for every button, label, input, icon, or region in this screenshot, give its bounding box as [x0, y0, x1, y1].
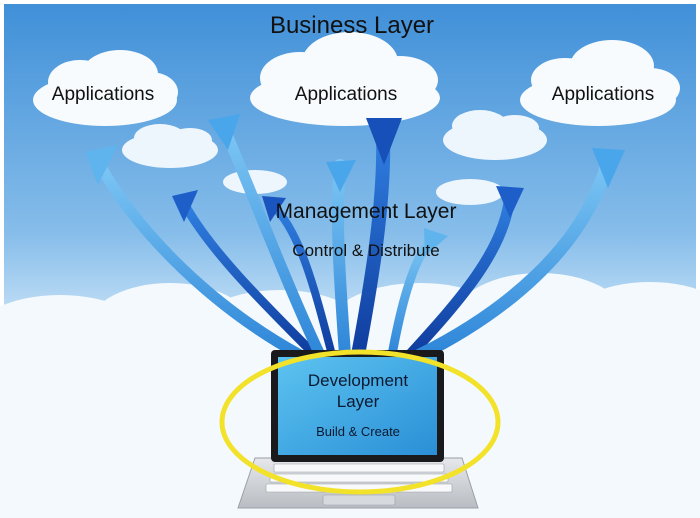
arrow-head-icon — [366, 118, 402, 165]
arrow-up-icon — [268, 201, 336, 359]
applications-label-center: Applications — [294, 84, 398, 105]
arrows — [85, 114, 625, 362]
cloud-small — [122, 110, 547, 205]
arrow-head-icon — [424, 228, 448, 256]
cloud-applications-left — [33, 50, 178, 126]
arrow-head-icon — [172, 190, 198, 222]
laptop-keyboard — [265, 463, 453, 493]
applications-label-left: Applications — [51, 84, 155, 105]
development-layer-title: Development Layer — [307, 371, 409, 411]
applications-label-right: Applications — [551, 84, 655, 105]
arrow-head-icon — [326, 160, 356, 192]
arrow-up-icon — [219, 124, 326, 361]
cloud-applications-center — [250, 32, 440, 126]
laptop-trackpad — [322, 494, 396, 506]
arrow-head-icon — [592, 148, 625, 188]
arrow-up-right-icon — [413, 153, 615, 362]
arrow-head-icon — [85, 145, 118, 185]
arrow-head-icon — [496, 186, 524, 218]
arrow-up-right-icon — [404, 189, 516, 361]
arrow-up-left-icon — [94, 159, 306, 361]
business-layer-title: Business Layer — [269, 12, 435, 39]
arrow-head-icon — [262, 196, 286, 222]
management-layer-subtitle: Control & Distribute — [292, 241, 440, 260]
arrow-head-icon — [208, 114, 240, 150]
cloud-applications-right — [520, 40, 680, 126]
laptop — [237, 350, 479, 509]
arrow-up-left-icon — [180, 200, 320, 360]
development-layer-subtitle: Build & Create — [316, 424, 400, 439]
management-layer-title: Management Layer — [275, 200, 457, 223]
laptop-screen — [278, 357, 437, 455]
highlight-ring — [219, 349, 501, 495]
